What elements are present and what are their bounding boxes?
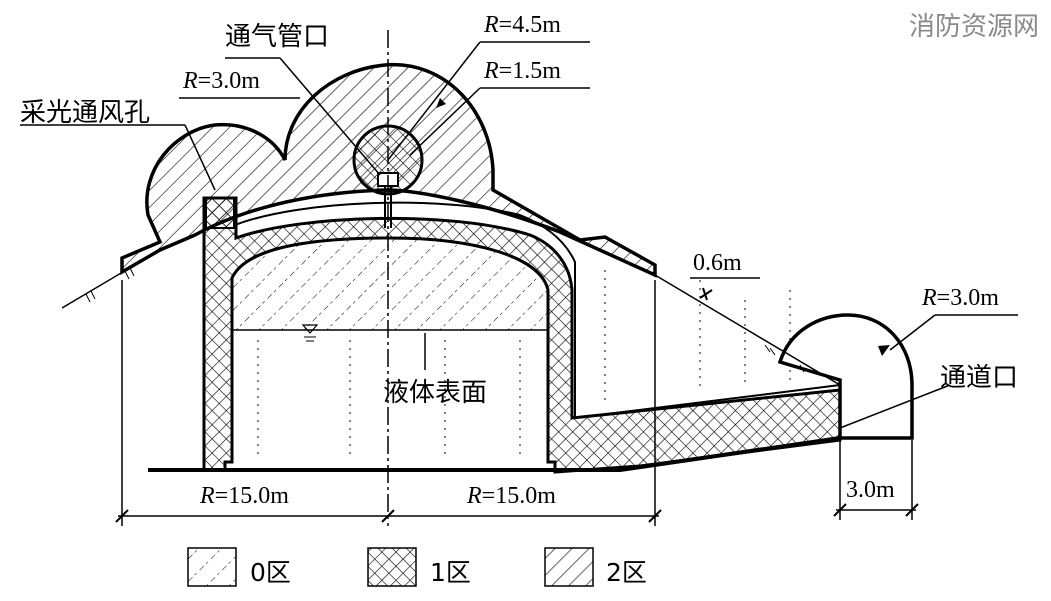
radius-arrow-vent <box>436 98 446 108</box>
legend-label-zone1: 1区 <box>430 558 471 587</box>
dim-r-left: R=15.0m <box>200 483 289 509</box>
liquid-dashes <box>257 270 791 460</box>
radius-arrow-passage <box>878 345 890 356</box>
dimension-lines <box>115 30 919 526</box>
legend-label-zone2: 2区 <box>606 558 647 587</box>
zone1-shell <box>202 196 842 474</box>
legend-swatch-zone1 <box>367 547 417 587</box>
dim-r-passage: R=3.0m <box>922 285 999 311</box>
dim-r-right: R=15.0m <box>467 483 556 509</box>
slope-hatches <box>85 267 805 373</box>
ground-line <box>148 436 841 472</box>
label-passage: 通道口 <box>940 363 1019 393</box>
label-light-vent: 采光通风孔 <box>20 98 151 128</box>
dim-cover-thickness: 0.6m <box>693 250 742 276</box>
zone0-region <box>232 238 548 330</box>
legend-swatch-zone2 <box>544 547 594 587</box>
liquid-level-marker <box>301 324 319 334</box>
soil-cover <box>234 201 841 420</box>
left-slope <box>61 249 161 309</box>
light-vent-column <box>205 197 235 229</box>
dim-passage-width: 3.0m <box>846 477 895 503</box>
dim-r-light: R=3.0m <box>183 68 260 94</box>
label-vent-pipe: 通气管口 <box>225 22 330 52</box>
dim-r-vent-big: R=4.5m <box>484 12 561 38</box>
right-slope <box>654 274 841 386</box>
passage-zone2-dome <box>777 313 914 440</box>
dim-r-vent-small: R=1.5m <box>484 58 561 84</box>
legend-label-zone0: 0区 <box>250 558 291 587</box>
label-liquid-surface: 液体表面 <box>383 378 488 408</box>
watermark: 消防资源网 <box>908 12 1039 42</box>
leader-lines <box>20 41 1018 429</box>
legend-swatch-zone0 <box>187 547 237 587</box>
tank-roof <box>231 236 549 291</box>
